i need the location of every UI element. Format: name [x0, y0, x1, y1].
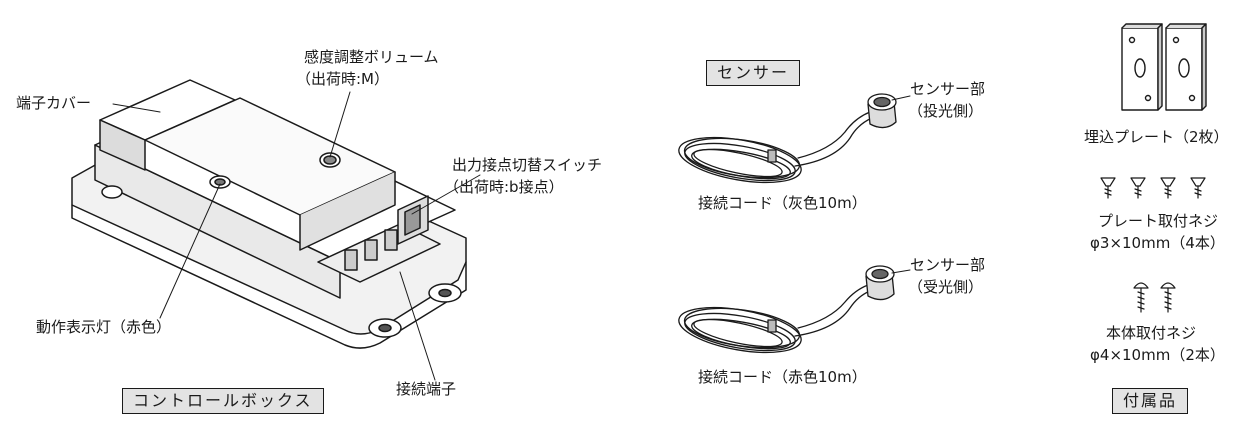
pan-screw-icon	[1160, 282, 1176, 313]
embed-plate-label: 埋込プレート（2枚）	[1084, 128, 1229, 146]
flat-screw-icon	[1190, 177, 1206, 199]
terminal-cover-label: 端子カバー	[16, 94, 92, 112]
control-box-illustration	[71, 79, 467, 349]
flat-screw-icon	[1160, 177, 1176, 199]
accessories-title: 付属品	[1112, 388, 1189, 414]
transmitter-role-label: （投光側）	[908, 102, 984, 120]
control-box-title: コントロールボックス	[122, 388, 324, 414]
body-screws-illustration	[1133, 282, 1176, 313]
indicator-lamp-label: 動作表示灯（赤色）	[36, 318, 172, 336]
embed-plates-illustration	[1121, 23, 1207, 111]
terminal-label: 接続端子	[396, 380, 457, 398]
sensor-transmitter-illustration	[678, 93, 897, 184]
plate-screw-name-label: プレート取付ネジ	[1098, 212, 1219, 230]
output-default-label: （出荷時:b接点）	[444, 178, 564, 196]
sensors-title: センサー	[706, 60, 801, 86]
body-screw-name-label: 本体取付ネジ	[1106, 324, 1197, 342]
pan-screw-icon	[1133, 282, 1149, 313]
body-screw-spec-label: φ4×10mm（2本）	[1090, 346, 1225, 364]
plate-screw-spec-label: φ3×10mm（4本）	[1090, 234, 1225, 252]
flat-screw-icon	[1100, 177, 1116, 199]
transmitter-cord-label: 接続コード（灰色10m）	[698, 194, 867, 212]
plate-screws-illustration	[1100, 177, 1206, 199]
sensitivity-volume-label: 感度調整ボリューム	[304, 48, 439, 66]
receiver-part-label: センサー部	[910, 256, 986, 274]
sensor-receiver-illustration	[678, 265, 895, 354]
sensor-leaders	[891, 95, 911, 274]
mount-hole	[101, 185, 123, 199]
transmitter-part-label: センサー部	[910, 80, 986, 98]
output-switch-label: 出力接点切替スイッチ	[452, 156, 603, 174]
flat-screw-icon	[1130, 177, 1146, 199]
receiver-cord-label: 接続コード（赤色10m）	[698, 368, 867, 386]
receiver-role-label: （受光側）	[908, 278, 984, 296]
sensitivity-default-label: （出荷時:M）	[296, 70, 389, 88]
control-box-leaders	[112, 91, 481, 381]
